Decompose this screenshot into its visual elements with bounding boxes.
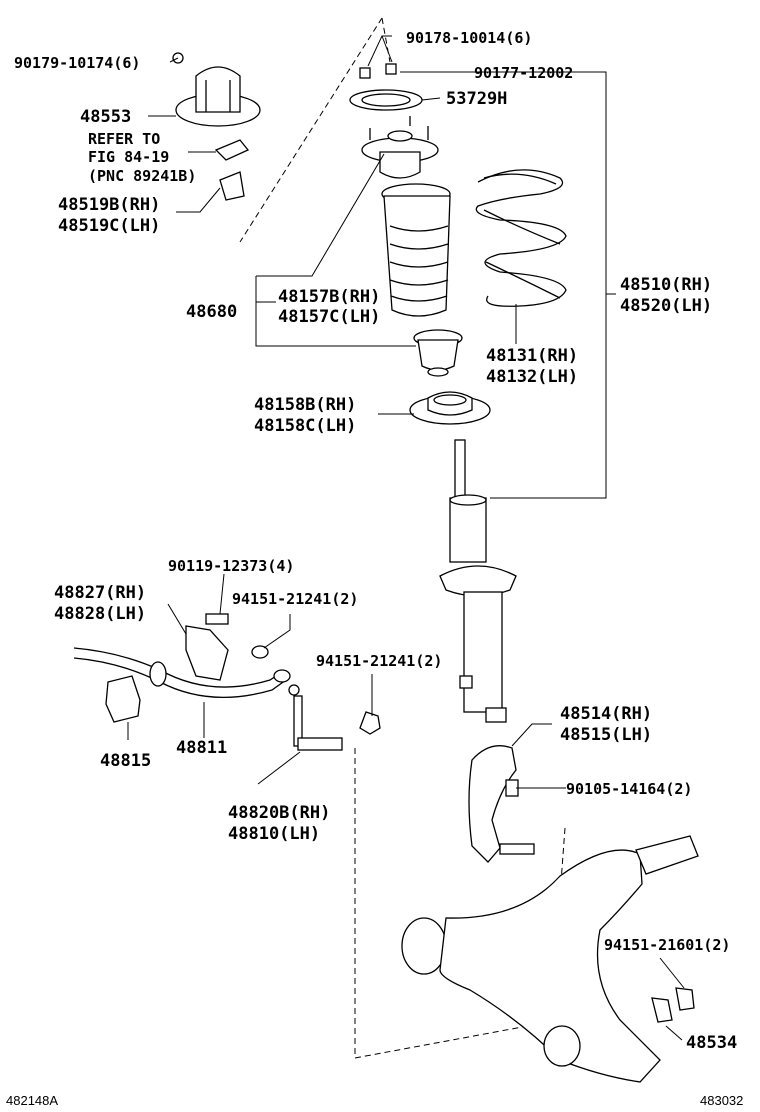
label-90179: 90179-10174(6) [14,54,140,72]
label-48131: 48131(RH) [486,346,578,366]
lower-spring-seat [409,391,491,425]
bump-stopper [413,329,463,377]
label-48158c: 48158C(LH) [254,416,356,436]
label-48820b: 48820B(RH) [228,803,330,823]
upper-support-cap [172,52,261,127]
upper-mount-plate [349,89,423,111]
label-48827: 48827(RH) [54,583,146,603]
strut-mount [361,116,439,179]
footer-right-code: 483032 [700,1093,743,1108]
stabilizer-bushing [105,661,167,723]
label-48680: 48680 [186,302,237,322]
label-48828: 48828(LH) [54,604,146,624]
upper-nuts [359,63,397,79]
label-48514: 48514(RH) [560,704,652,724]
label-48534: 48534 [686,1033,737,1053]
label-48157b: 48157B(RH) [278,287,380,307]
footer-left-code: 482148A [6,1093,58,1108]
label-90105: 90105-14164(2) [566,780,692,798]
label-90177: 90177-12002 [474,64,573,82]
label-53729: 53729H [446,89,507,109]
part-labels: 90179-10174(6) 48553 REFER TO FIG 84-19 … [14,29,737,1053]
label-94151-a: 94151-21241(2) [232,590,358,608]
label-refer-3: (PNC 89241B) [88,167,196,185]
label-48815: 48815 [100,751,151,771]
label-94151-c: 94151-21601(2) [604,936,730,954]
coil-spring [475,169,567,307]
label-48515: 48515(LH) [560,725,652,745]
label-48811: 48811 [176,738,227,758]
label-48519c: 48519C(LH) [58,216,160,236]
label-refer-2: FIG 84-19 [88,148,169,166]
label-48510: 48510(RH) [620,275,712,295]
leader-lines [127,35,685,1041]
stabilizer-bracket [185,613,269,681]
lower-control-arm [401,835,699,1083]
label-94151-b: 94151-21241(2) [316,652,442,670]
label-48553: 48553 [80,107,131,127]
label-48157c: 48157C(LH) [278,307,380,327]
dust-boot [381,183,451,317]
label-90119: 90119-12373(4) [168,557,294,575]
shock-absorber [439,439,517,723]
label-48132: 48132(LH) [486,367,578,387]
label-refer-1: REFER TO [88,130,160,148]
label-48520: 48520(LH) [620,296,712,316]
stabilizer-link [288,684,381,751]
link-bracket [468,745,535,863]
label-90178: 90178-10014(6) [406,29,532,47]
bracket-part [214,139,250,201]
label-48810: 48810(LH) [228,824,320,844]
label-48519b: 48519B(RH) [58,195,160,215]
label-48158b: 48158B(RH) [254,395,356,415]
